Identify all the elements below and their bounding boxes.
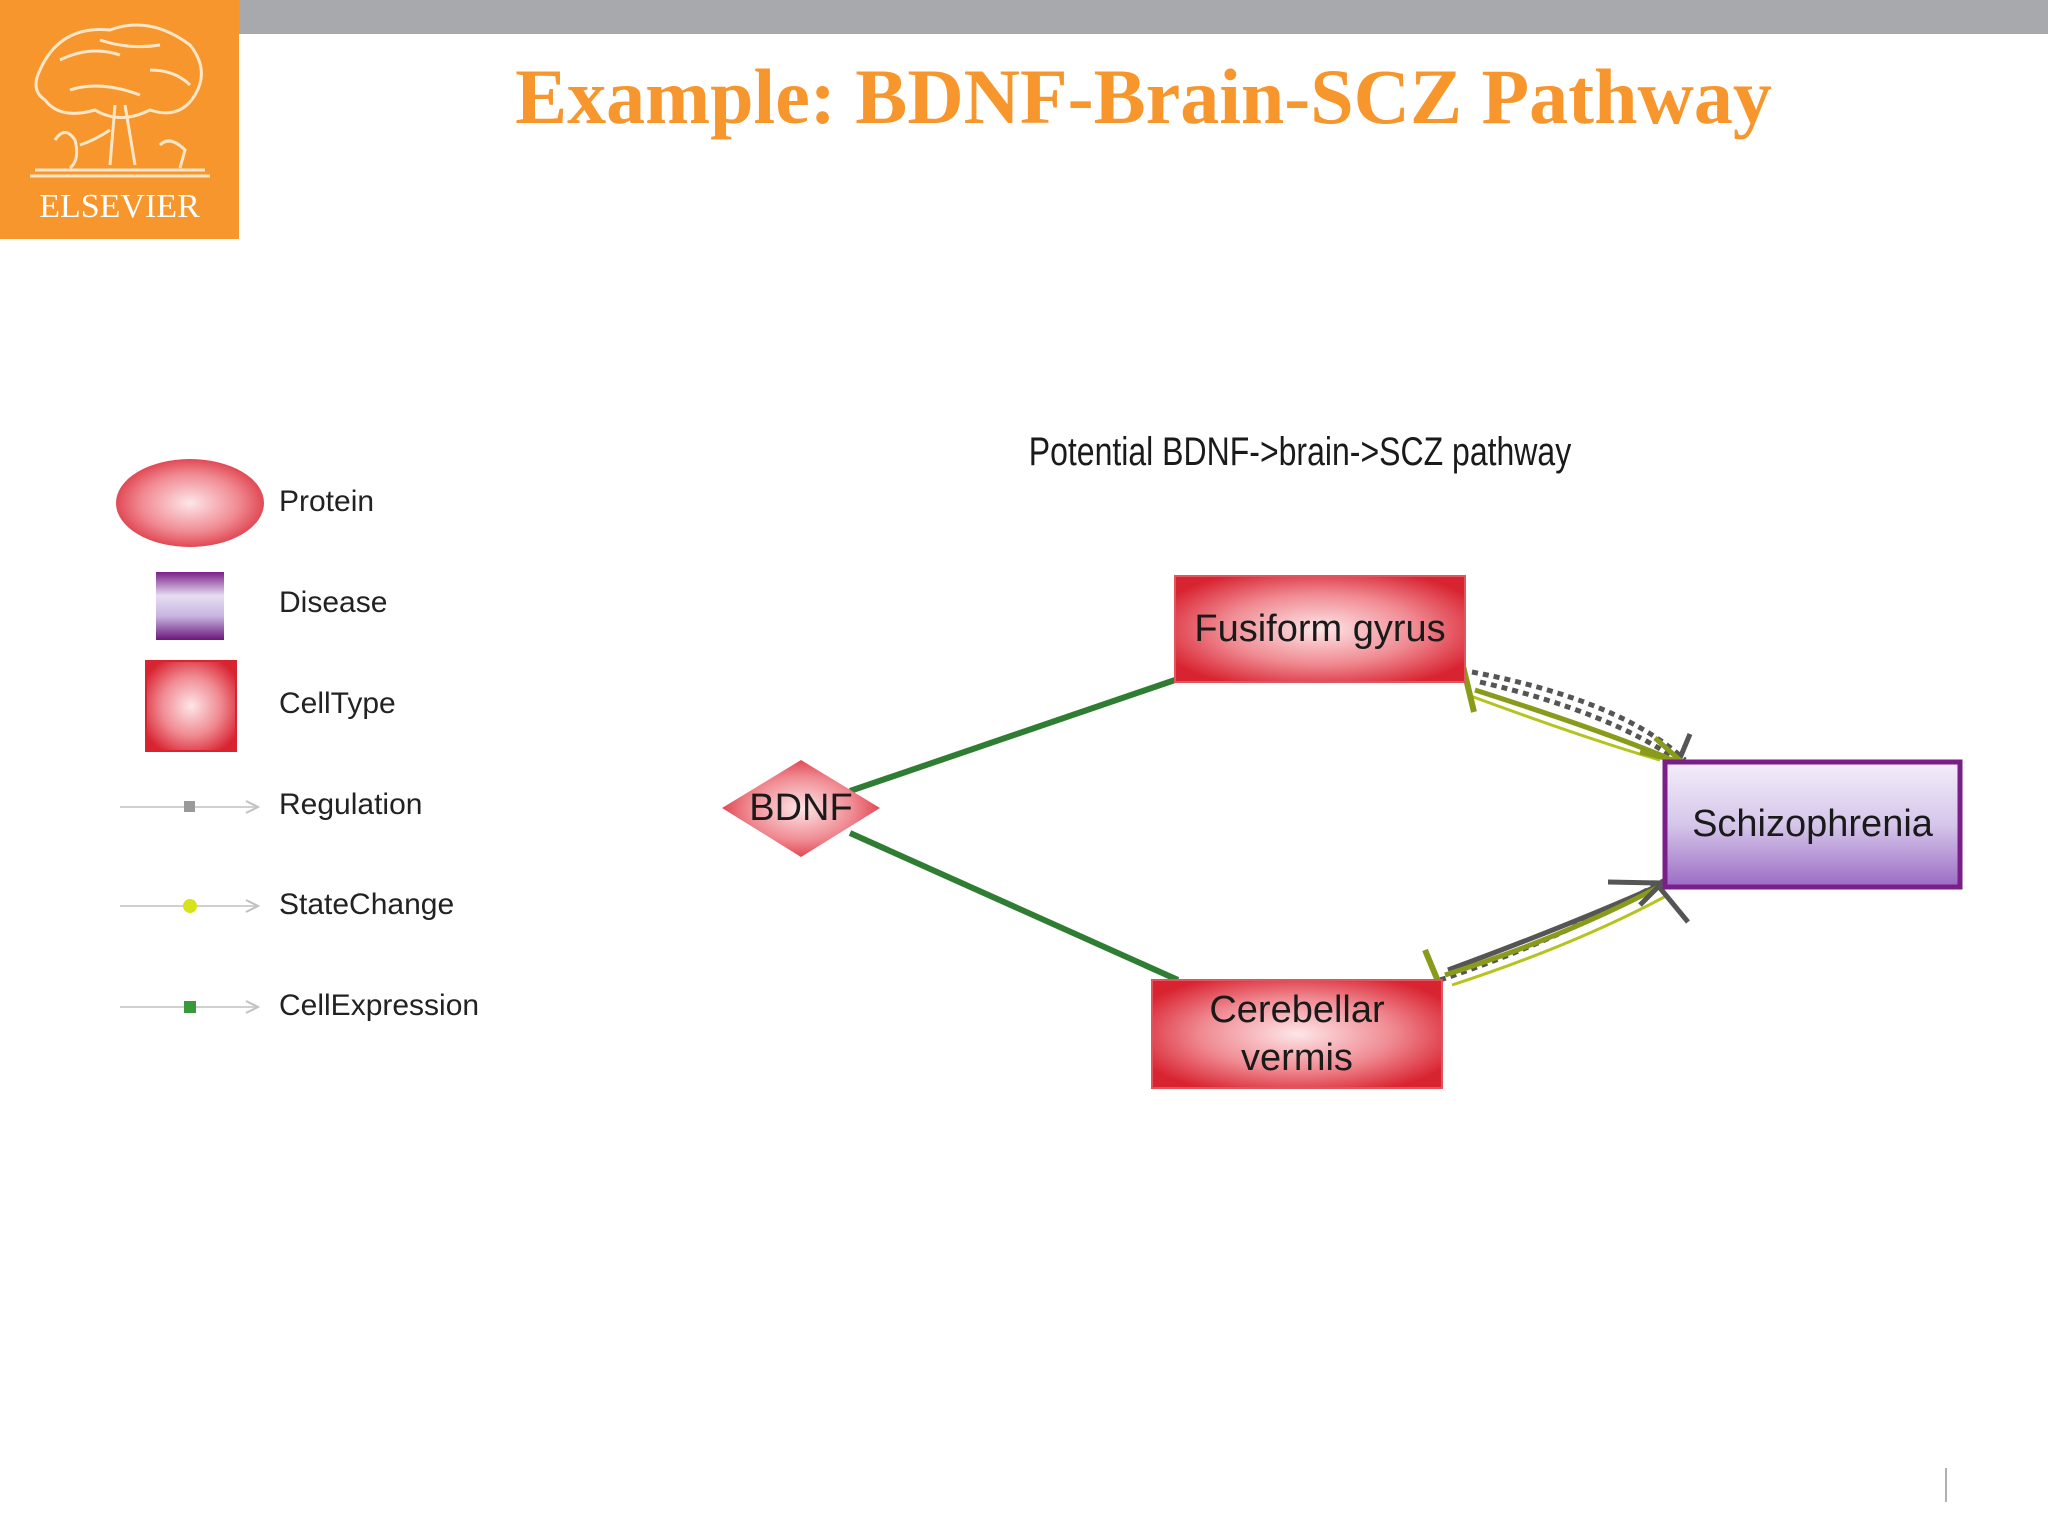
legend-label-statechange: StateChange	[279, 888, 455, 921]
node-schizophrenia	[1662, 759, 1963, 890]
node-cerebellar-vermis	[1151, 979, 1443, 1089]
legend-label-regulation: Regulation	[279, 788, 423, 821]
legend-protein-icon	[116, 459, 264, 547]
edge-cerebellar-schizophrenia	[1422, 877, 1690, 988]
legend-celltype-icon	[145, 660, 237, 752]
edge-fusiform-schizophrenia	[1459, 661, 1693, 765]
node-label-schizophrenia: Schizophrenia	[1692, 803, 1933, 845]
legend-statechange-icon	[120, 899, 261, 913]
legend-regulation-icon	[120, 800, 261, 814]
legend-cellexpression-icon	[120, 1000, 261, 1014]
legend-label-cellexpression: CellExpression	[279, 989, 480, 1022]
tree-logo-icon	[30, 23, 210, 178]
legend-label-celltype: CellType	[279, 687, 396, 720]
edge-bdnf-cerebellar	[848, 830, 1180, 983]
top-bar	[0, 0, 2048, 34]
legend-disease-icon	[156, 572, 224, 640]
legend-label-protein: Protein	[279, 485, 375, 518]
node-label-bdnf: BDNF	[749, 787, 853, 829]
elsevier-logo: ELSEVIER	[0, 0, 239, 239]
slide-title: Example: BDNF-Brain-SCZ Pathway	[515, 53, 1772, 140]
logo-text: ELSEVIER	[39, 188, 200, 225]
node-fusiform-gyrus	[1174, 575, 1466, 683]
node-label-fusiform: Fusiform gyrus	[1194, 608, 1446, 650]
node-label-cerebellar-line2: vermis	[1241, 1037, 1353, 1079]
diagram-title: Potential BDNF->brain->SCZ pathway	[1028, 430, 1572, 474]
node-bdnf	[722, 760, 880, 857]
edge-bdnf-fusiform	[849, 677, 1176, 794]
slide-edge-mark	[1945, 1468, 1947, 1502]
node-label-cerebellar-line1: Cerebellar	[1209, 989, 1385, 1031]
legend-label-disease: Disease	[279, 586, 388, 619]
